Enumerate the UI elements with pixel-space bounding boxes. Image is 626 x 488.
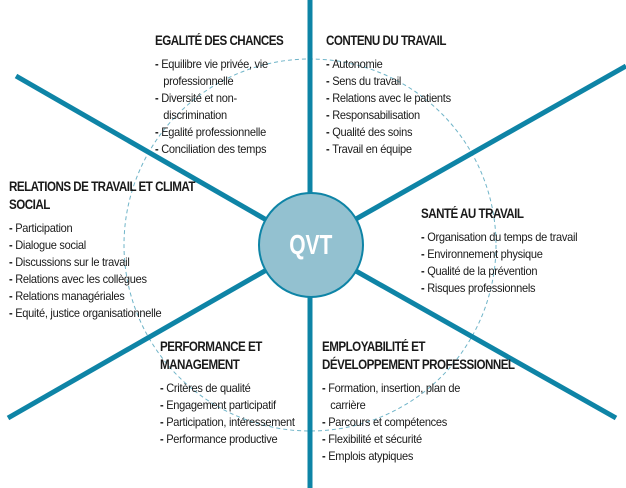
list-item: Participation, intéressement	[160, 414, 298, 431]
spoke-lower-right	[308, 242, 618, 421]
list-item: Performance productive	[160, 431, 298, 448]
list-item: Relations managériales	[9, 288, 198, 305]
section-title: Santé au travail	[421, 206, 524, 221]
list-item: Participation	[9, 220, 198, 237]
list-item: Critères de qualité	[160, 380, 298, 397]
list-item: Discussions sur le travail	[9, 254, 198, 271]
section-title: Performance et management	[160, 339, 262, 372]
list-item: Autonomie	[326, 56, 501, 73]
section-title: Contenu du travail	[326, 33, 446, 48]
list-item: Qualité des soins	[326, 124, 501, 141]
spoke-upper-left	[14, 73, 312, 248]
section-title: Relations de travail et climat social	[9, 179, 195, 212]
list-item: Relations avec les collègues	[9, 271, 198, 288]
section-title: Egalité des chances	[155, 33, 284, 48]
section-title: Employabilité et développement professio…	[322, 339, 515, 372]
list-item: Relations avec le patients	[326, 90, 501, 107]
qvt-hub: QVT	[258, 192, 364, 298]
section-egalite: Egalité des chances Equilibre vie privée…	[155, 32, 305, 158]
hub-label: QVT	[289, 229, 333, 260]
list-item: Parcours et compétences	[322, 414, 469, 431]
section-employabilite: Employabilité et développement professio…	[322, 338, 515, 465]
section-performance: Performance et management Critères de qu…	[160, 338, 310, 448]
list-item: Equité, justice organisationnelle	[9, 305, 198, 322]
section-relations: Relations de travail et climat social Pa…	[9, 178, 214, 322]
list-item: Environnement physique	[421, 246, 610, 263]
list-item: Travail en équipe	[326, 141, 501, 158]
list-item: Egalité professionnelle	[155, 124, 293, 141]
list-item: Sens du travail	[326, 73, 501, 90]
list-item: Formation, insertion, plan de carrière	[322, 380, 469, 414]
list-item: Responsabilisation	[326, 107, 501, 124]
list-item: Equilibre vie privée, vie professionnell…	[155, 56, 293, 90]
spoke-lower-left	[6, 242, 312, 421]
section-sante: Santé au travail Organisation du temps d…	[421, 205, 626, 297]
list-item: Organisation du temps de travail	[421, 229, 610, 246]
list-item: Emplois atypiques	[322, 448, 469, 465]
list-item: Engagement participatif	[160, 397, 298, 414]
list-item: Conciliation des temps	[155, 141, 293, 158]
section-contenu: Contenu du travail Autonomie Sens du tra…	[326, 32, 516, 158]
list-item: Diversité et non-discrimination	[155, 90, 293, 124]
list-item: Risques professionnels	[421, 280, 610, 297]
list-item: Flexibilité et sécurité	[322, 431, 469, 448]
list-item: Qualité de la prévention	[421, 263, 610, 280]
list-item: Dialogue social	[9, 237, 198, 254]
